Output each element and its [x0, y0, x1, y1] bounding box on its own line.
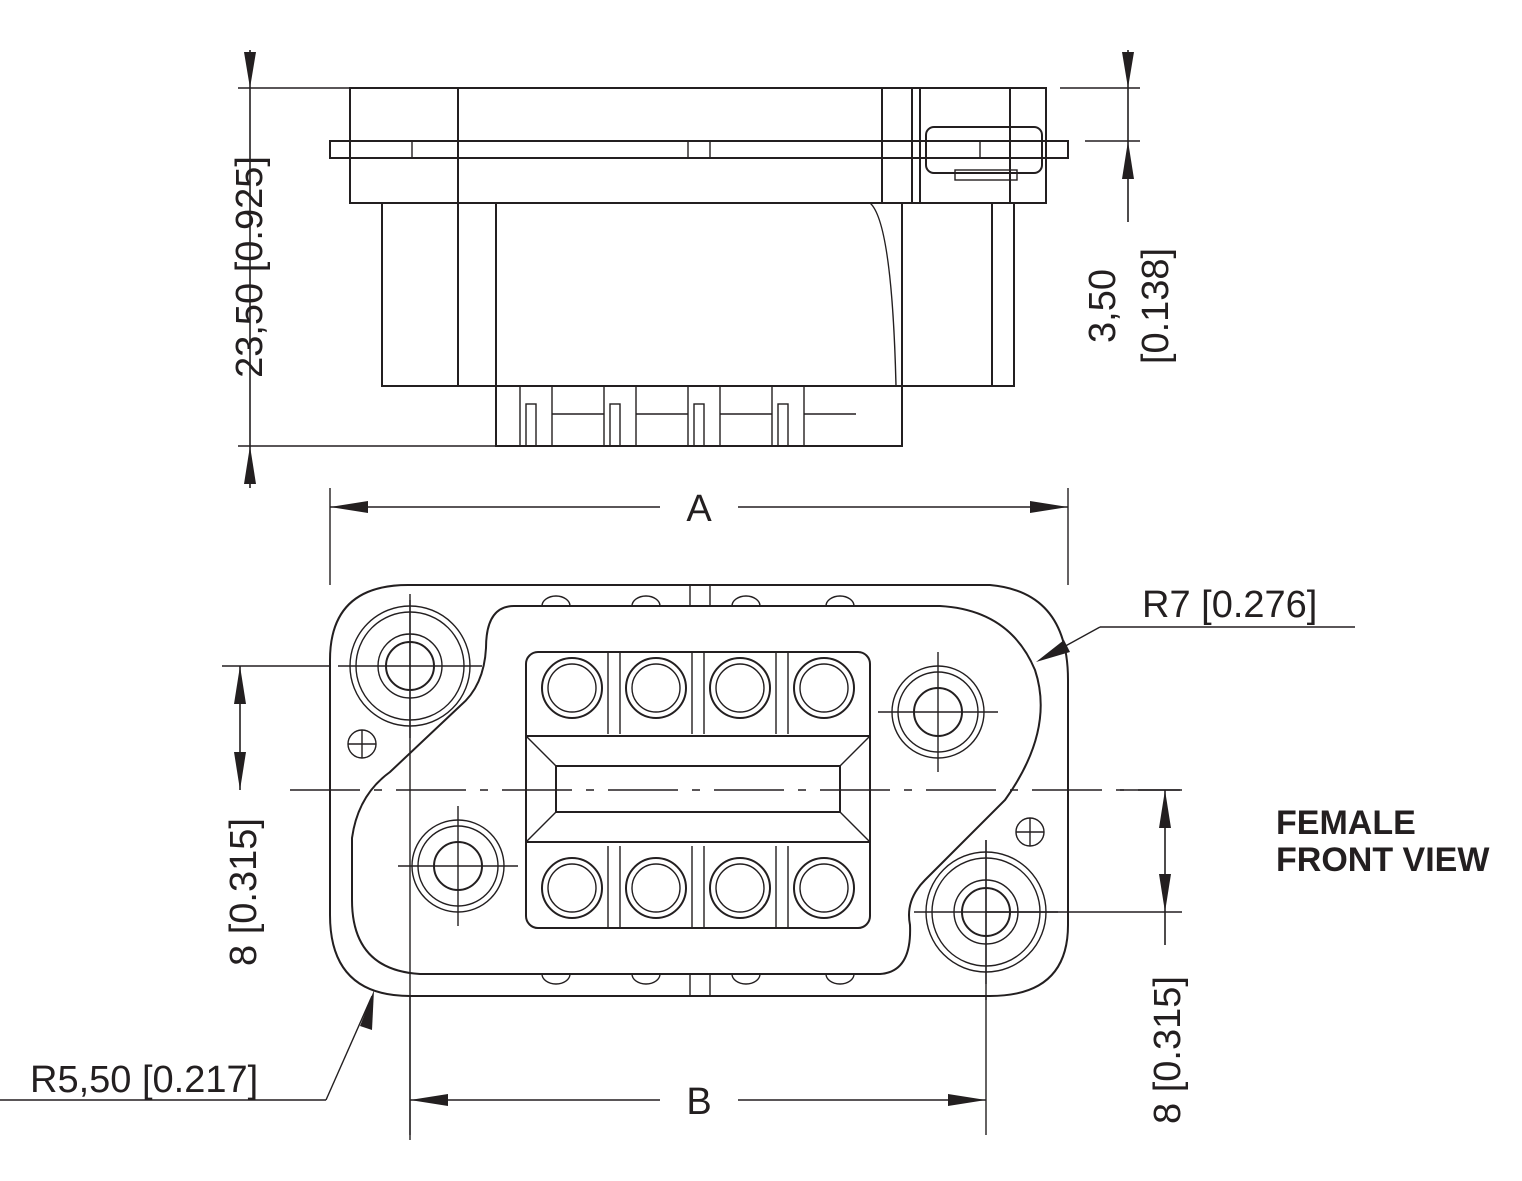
front-view — [0, 488, 1355, 1140]
side-pin-latch-3 — [693, 403, 705, 447]
label-view-female: FEMALE — [1276, 804, 1416, 842]
side-pin-latch-4 — [777, 403, 789, 447]
label-pitch-right: 8 [0.315] — [1147, 976, 1189, 1124]
contact-bottom-2 — [625, 857, 687, 919]
label-height: 23,50 [0.925] — [229, 156, 271, 378]
flange-bump — [825, 973, 855, 985]
contact-top-4 — [793, 657, 855, 719]
side-pin-latch-2 — [609, 403, 621, 447]
label-radius-r7: R7 [0.276] — [1142, 584, 1317, 626]
side-pin-latch-1 — [525, 403, 537, 447]
flange-bump — [631, 973, 661, 985]
label-flange-thickness-inch: [0.138] — [1135, 248, 1177, 364]
flange-bump — [731, 595, 761, 607]
flange-bump — [541, 595, 571, 607]
flange-bump — [541, 973, 571, 985]
label-radius-r550: R5,50 [0.217] — [30, 1059, 258, 1101]
contact-top-1 — [541, 657, 603, 719]
flange-bump — [825, 595, 855, 607]
contact-bottom-1 — [541, 857, 603, 919]
label-dim-b: B — [686, 1081, 711, 1123]
label-dim-a: A — [686, 488, 712, 530]
side-view — [238, 50, 1140, 488]
contact-top-3 — [709, 657, 771, 719]
contact-bottom-4 — [793, 857, 855, 919]
contact-top-2 — [625, 657, 687, 719]
guide-pin-right — [878, 652, 998, 772]
flange-bump — [731, 973, 761, 985]
contact-bottom-3 — [709, 857, 771, 919]
label-flange-thickness: 3,50 — [1082, 269, 1124, 343]
label-pitch-left: 8 [0.315] — [223, 818, 265, 966]
flange-bump — [631, 595, 661, 607]
guide-pin-left — [398, 806, 518, 926]
label-view-front: FRONT VIEW — [1276, 841, 1490, 879]
